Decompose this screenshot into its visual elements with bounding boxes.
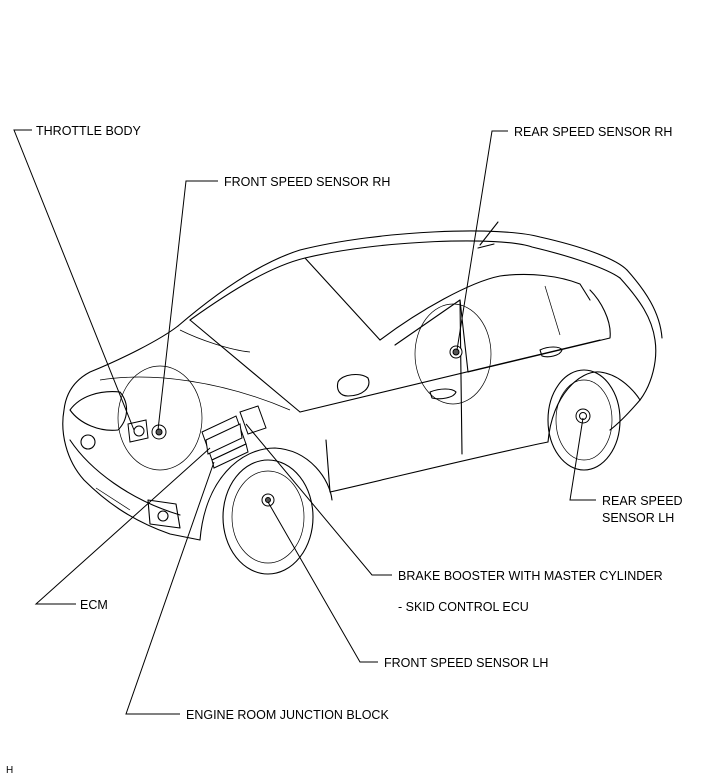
label-throttle-body: THROTTLE BODY: [36, 124, 142, 138]
leader-lines: [13, 129, 596, 715]
label-rear-speed-sensor-lh-line1: REAR SPEED: [602, 494, 683, 508]
car-outline: [62, 221, 663, 575]
label-engine-room-junction-block: ENGINE ROOM JUNCTION BLOCK: [186, 708, 389, 722]
label-ecm: ECM: [80, 598, 108, 612]
label-rear-speed-sensor-rh: REAR SPEED SENSOR RH: [514, 125, 672, 139]
components: [127, 345, 591, 507]
brake-booster-part: [239, 405, 267, 435]
label-rear-speed-sensor-lh-line2: SENSOR LH: [602, 511, 674, 525]
label-skid-control-ecu: - SKID CONTROL ECU: [398, 600, 529, 614]
label-front-speed-sensor-lh: FRONT SPEED SENSOR LH: [384, 656, 548, 670]
corner-mark: H: [6, 765, 13, 776]
label-front-speed-sensor-rh: FRONT SPEED SENSOR RH: [224, 175, 390, 189]
labels: THROTTLE BODY FRONT SPEED SENSOR RH REAR…: [6, 124, 683, 776]
label-brake-booster: BRAKE BOOSTER WITH MASTER CYLINDER: [398, 569, 663, 583]
